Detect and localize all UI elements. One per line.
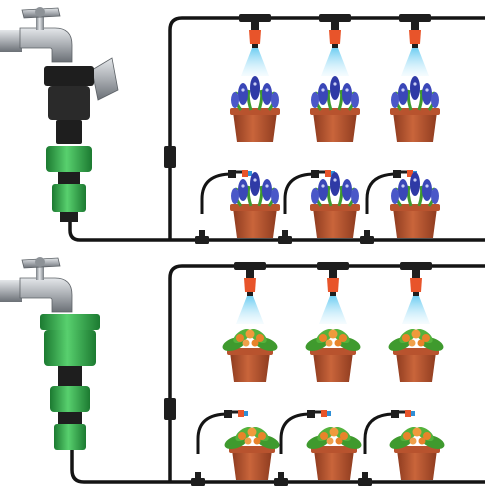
bottom-main-tube: [70, 264, 485, 484]
faucet-icon: [0, 6, 73, 63]
top-main-tube: [68, 16, 485, 242]
flower-pot-icon: [220, 326, 280, 382]
hose-connector-icon: [40, 314, 100, 450]
flower-pot-icon: [387, 424, 447, 480]
tube-tee-icon: [191, 472, 205, 486]
flower-pot-icon: [304, 424, 364, 480]
mist-nozzle-icon: [319, 14, 351, 76]
mist-nozzle-icon: [400, 262, 432, 324]
top-inline-valve: [164, 146, 176, 168]
tube-tee-icon: [278, 230, 292, 244]
flower-pot-icon: [388, 74, 442, 144]
flower-pot-icon: [308, 170, 362, 240]
flower-pot-icon: [228, 170, 282, 240]
mist-nozzle-icon: [317, 262, 349, 324]
hose-connector-icon: [46, 146, 92, 222]
flower-pot-icon: [388, 170, 442, 240]
mist-nozzle-icon: [234, 262, 266, 324]
tube-tee-icon: [358, 472, 372, 486]
flower-pot-icon: [386, 326, 446, 382]
flower-pot-icon: [308, 74, 362, 144]
flower-pot-icon: [228, 74, 282, 144]
faucet-key-icon: [91, 57, 119, 101]
flower-pot-icon: [222, 424, 282, 480]
flower-pot-icon: [303, 326, 363, 382]
faucet-icon: [0, 256, 73, 313]
bottom-irrigation-system: [0, 256, 485, 486]
hose-adapter-icon: [44, 66, 94, 86]
mist-nozzle-icon: [399, 14, 431, 76]
tube-tee-icon: [195, 230, 209, 244]
top-irrigation-system: [0, 6, 485, 244]
bottom-inline-valve: [164, 398, 176, 420]
mist-nozzle-icon: [239, 14, 271, 76]
tube-tee-icon: [360, 230, 374, 244]
tube-tee-icon: [274, 472, 288, 486]
